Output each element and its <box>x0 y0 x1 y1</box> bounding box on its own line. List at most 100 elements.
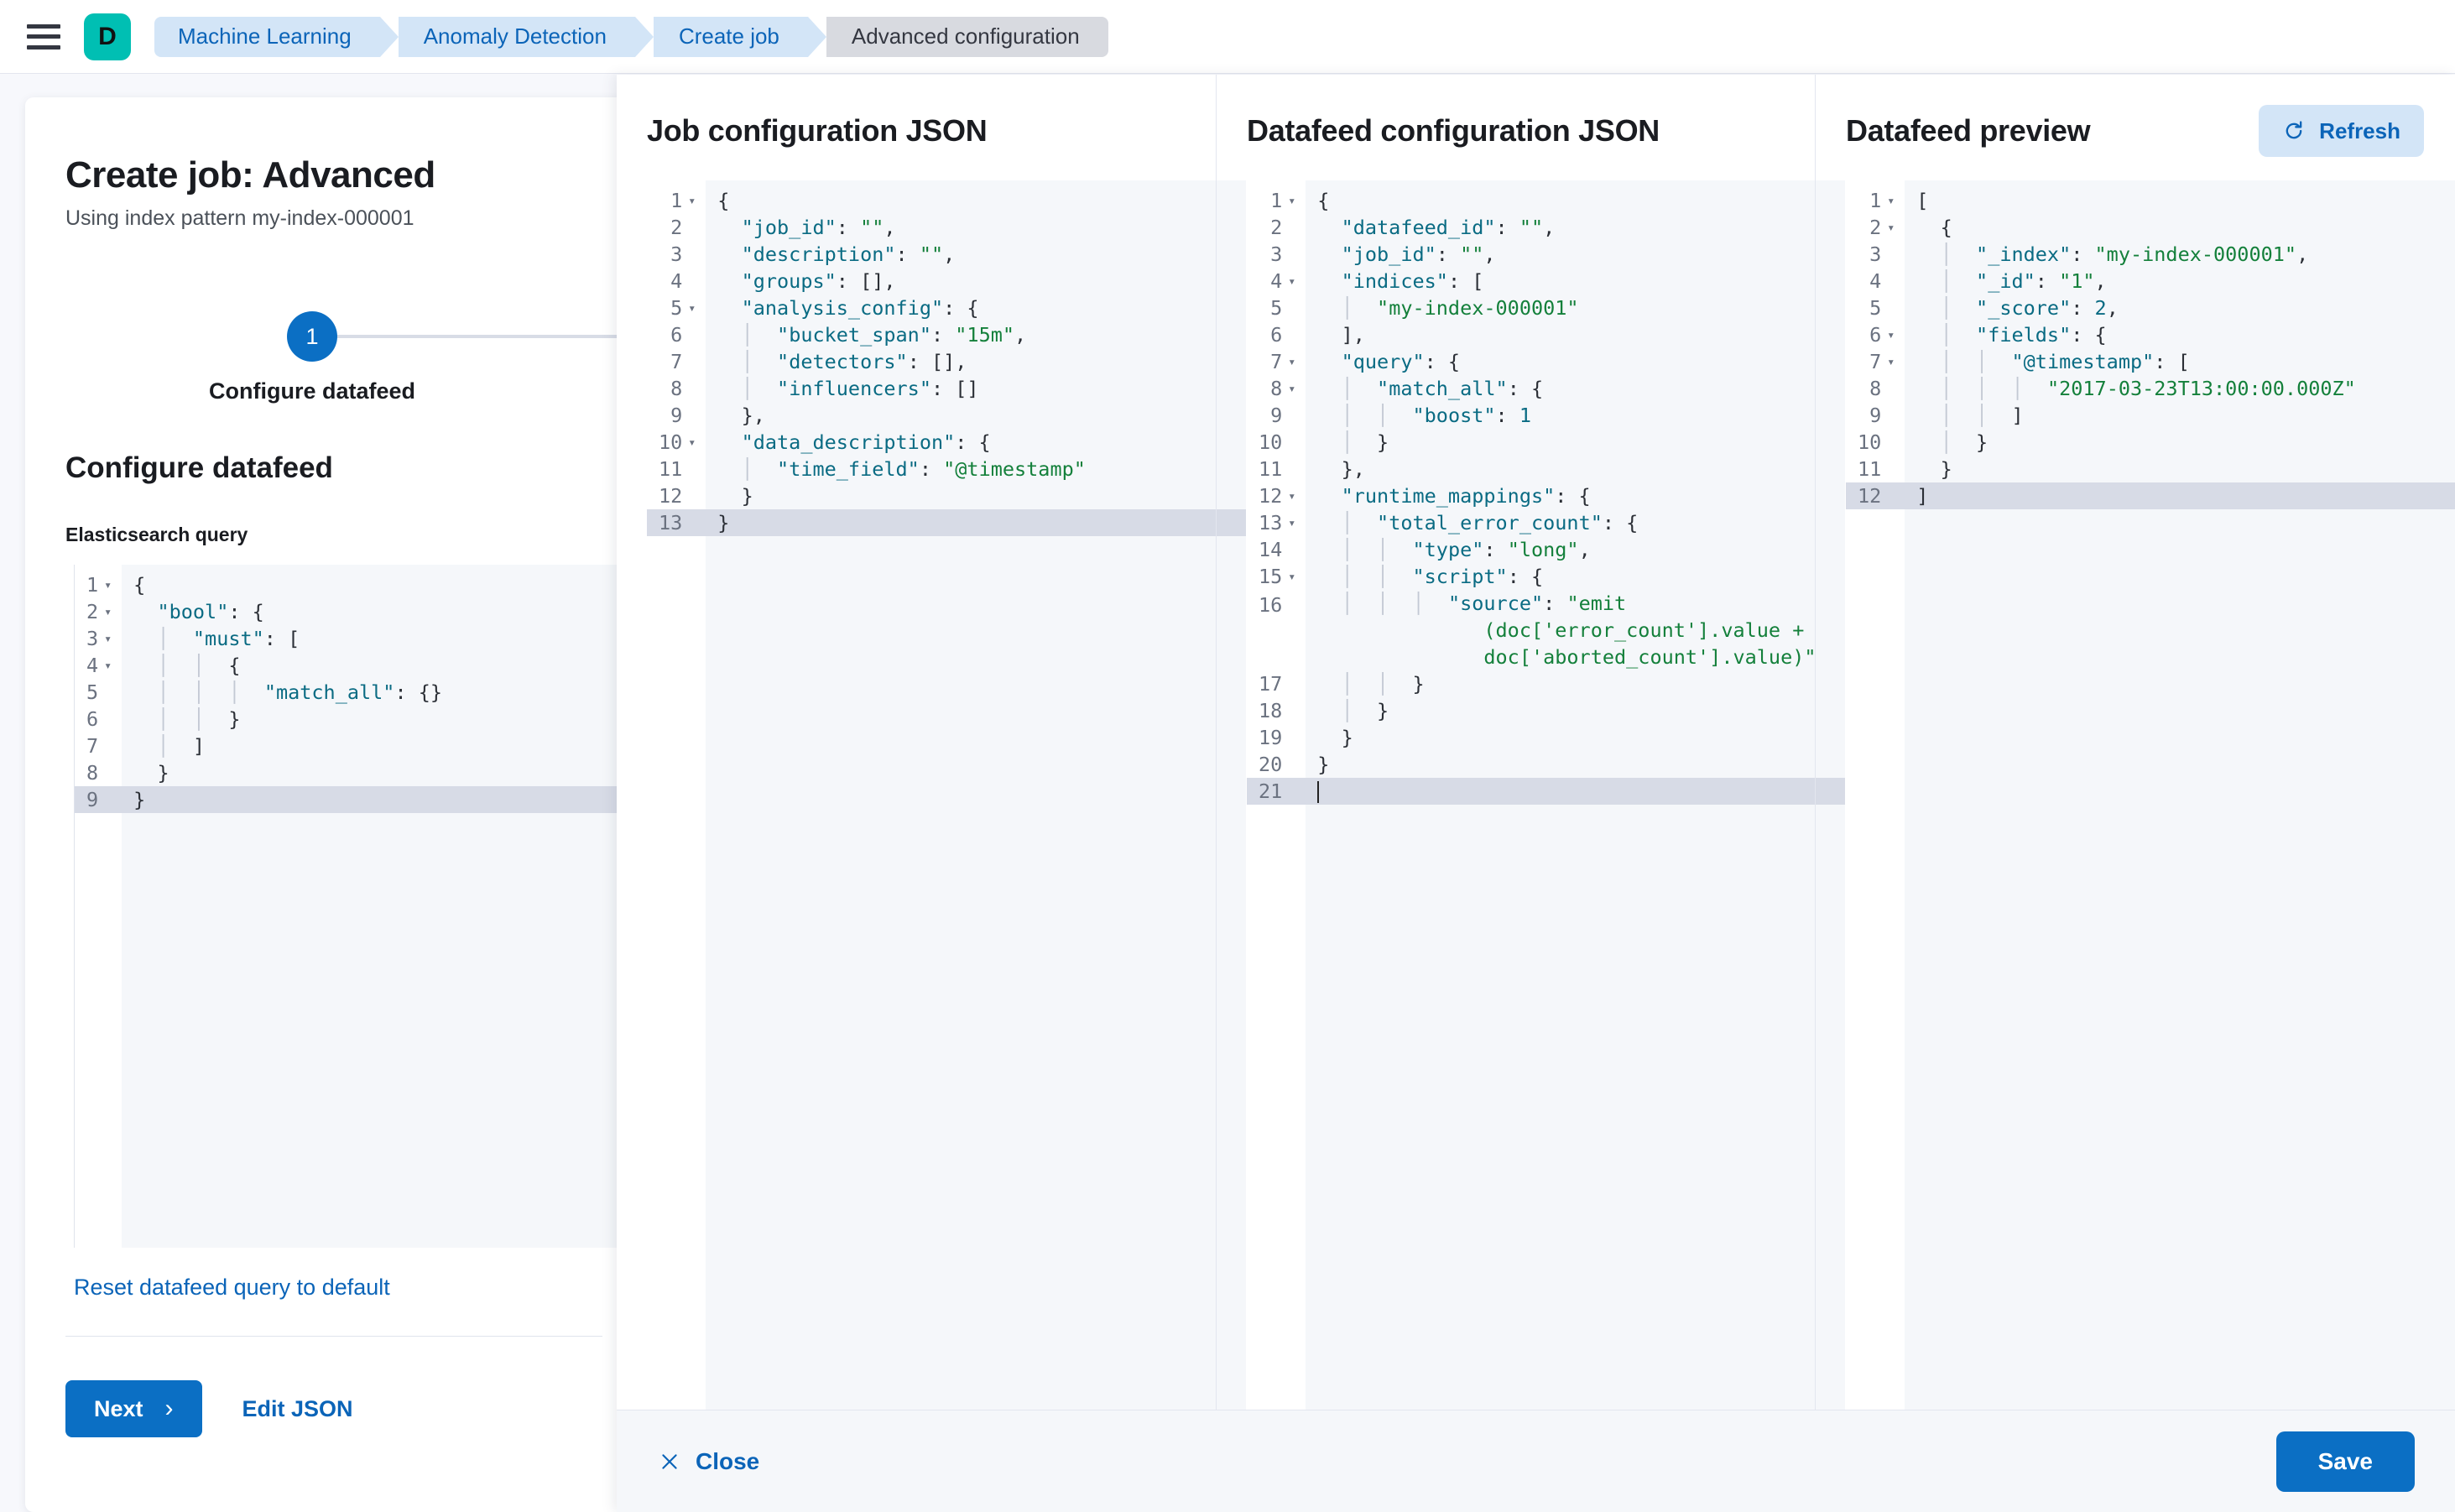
editor-line-number: 19 <box>1259 726 1283 749</box>
editor-line-number: 8 <box>86 761 99 785</box>
elasticsearch-query-label: Elasticsearch query <box>65 524 248 545</box>
editor-code-area[interactable]: [ { │ "_index": "my-index-000001", │ "_i… <box>1905 180 2455 1410</box>
editor-code-line: }, <box>1341 457 1365 481</box>
editor-line-number: 3 <box>1270 242 1283 266</box>
section-title-configure-datafeed: Configure datafeed <box>65 451 333 484</box>
datafeed-preview-title: Datafeed preview <box>1846 113 2091 148</box>
editor-line-number: 5 <box>1270 296 1283 320</box>
editor-line-number: 10 <box>1858 430 1882 454</box>
editor-line-number: 18 <box>1259 699 1283 722</box>
reset-datafeed-query-link[interactable]: Reset datafeed query to default <box>74 1275 390 1300</box>
editor-code-line: } <box>1317 753 1330 776</box>
editor-code-line: │ "_id": "1", <box>1940 269 2107 293</box>
editor-line-number: 13 <box>647 509 706 536</box>
stepper-connector-line <box>326 335 643 338</box>
editor-code-line: "analysis_config": { <box>741 296 979 320</box>
editor-code-line: │ │ "type": "long", <box>1341 538 1591 561</box>
job-configuration-title: Job configuration JSON <box>647 113 988 148</box>
editor-code-line: │ ] <box>157 734 206 758</box>
editor-code-line: │ "time_field": "@timestamp" <box>741 457 1086 481</box>
editor-code-line: } <box>706 509 1246 536</box>
editor-line-number: 5 <box>1869 296 1882 320</box>
editor-line-number: 1▾ <box>1869 189 1895 212</box>
refresh-button[interactable]: Refresh <box>2259 105 2424 157</box>
breadcrumb-item-machine-learning[interactable]: Machine Learning <box>154 16 399 57</box>
editor-line-number: 9 <box>1270 404 1283 427</box>
editor-line-number: 5▾ <box>670 296 696 320</box>
page-subtitle: Using index pattern my-index-000001 <box>65 206 414 230</box>
editor-line-number: 20 <box>1259 753 1283 776</box>
editor-code-line: │ │ "boost": 1 <box>1341 404 1531 427</box>
datafeed-preview-header: Datafeed preview Refresh <box>1816 100 2454 162</box>
breadcrumb-item-create-job[interactable]: Create job <box>653 16 826 57</box>
editor-line-number: 9 <box>670 404 683 427</box>
breadcrumb-item-anomaly-detection[interactable]: Anomaly Detection <box>398 16 654 57</box>
editor-code-line: │ │ ] <box>1940 404 2024 427</box>
editor-code-line: │ } <box>1341 430 1389 454</box>
editor-code-area[interactable]: { "job_id": "", "description": "", "grou… <box>706 180 1246 1410</box>
editor-code-area[interactable]: { "datafeed_id": "", "job_id": "", "indi… <box>1306 180 1845 1410</box>
editor-code-line: doc['aborted_count'].value)" <box>1317 645 1816 669</box>
editor-code-area[interactable]: { "bool": { │ "must": [ │ │ { │ │ │ "mat… <box>122 565 628 1248</box>
editor-line-number: 12 <box>659 484 683 508</box>
editor-code-line: "description": "", <box>741 242 956 266</box>
editor-code-line: │ "detectors": [], <box>741 350 967 373</box>
wizard-stepper: 1 <box>25 311 643 362</box>
editor-code-line: │ "fields": { <box>1940 323 2107 347</box>
editor-code-line: │ "_index": "my-index-000001", <box>1940 242 2309 266</box>
editor-code-line: } <box>1940 457 1952 481</box>
next-button[interactable]: Next › <box>65 1380 202 1437</box>
app-logo-badge[interactable]: D <box>84 13 131 60</box>
job-configuration-header: Job configuration JSON <box>617 100 1216 162</box>
breadcrumb: Machine Learning Anomaly Detection Creat… <box>154 16 1108 57</box>
editor-code-line: │ } <box>1940 430 1988 454</box>
editor-code-line: "data_description": { <box>741 430 991 454</box>
edit-json-button[interactable]: Edit JSON <box>242 1395 353 1421</box>
editor-line-number: 5 <box>86 680 99 704</box>
editor-code-line: ], <box>1341 323 1365 347</box>
editor-code-line: │ "total_error_count": { <box>1341 511 1639 534</box>
hamburger-icon[interactable] <box>27 23 60 50</box>
editor-code-line: │ "influencers": [] <box>741 377 979 400</box>
close-button[interactable]: Close <box>659 1448 759 1475</box>
stepper-step-1-circle[interactable]: 1 <box>287 311 337 362</box>
editor-line-number: 3 <box>670 242 683 266</box>
editor-line-number: 1▾ <box>86 573 112 597</box>
editor-code-line: { <box>1317 189 1330 212</box>
editor-line-number: 9 <box>75 786 122 813</box>
editor-line-number: 4▾ <box>1270 269 1296 293</box>
editor-code-line: (doc['error_count'].value + <box>1317 618 1805 642</box>
editor-code-line: │ "my-index-000001" <box>1341 296 1579 320</box>
editor-code-line: { <box>133 573 146 597</box>
editor-code-line: "datafeed_id": "", <box>1341 216 1556 239</box>
editor-line-number: 16 <box>1259 593 1283 617</box>
editor-code-line: }, <box>741 404 765 427</box>
editor-line-number: 4 <box>1869 269 1882 293</box>
editor-code-line: │ │ "@timestamp": [ <box>1940 350 2190 373</box>
editor-code-line: │ "_score": 2, <box>1940 296 2119 320</box>
page-action-row: Next › Edit JSON <box>65 1380 643 1437</box>
save-button[interactable]: Save <box>2275 1431 2415 1492</box>
editor-line-number: 21 <box>1247 778 1306 805</box>
top-chrome-bar: D Machine Learning Anomaly Detection Cre… <box>0 0 2455 74</box>
editor-line-number: 2 <box>670 216 683 239</box>
editor-line-number: 8▾ <box>1270 377 1296 400</box>
editor-code-line: │ "must": [ <box>157 627 300 650</box>
close-button-label: Close <box>696 1447 760 1474</box>
datafeed-configuration-header: Datafeed configuration JSON <box>1217 100 1815 162</box>
editor-code-line: } <box>741 484 753 508</box>
editor-line-number: 4 <box>670 269 683 293</box>
editor-line-number: 2 <box>1270 216 1283 239</box>
editor-code-line: { <box>1940 216 1952 239</box>
editor-code-line: "job_id": "", <box>741 216 896 239</box>
editor-code-line: } <box>122 786 628 813</box>
editor-line-number: 3▾ <box>86 627 112 650</box>
page-title: Create job: Advanced <box>65 154 435 196</box>
editor-code-line: "groups": [], <box>741 269 896 293</box>
